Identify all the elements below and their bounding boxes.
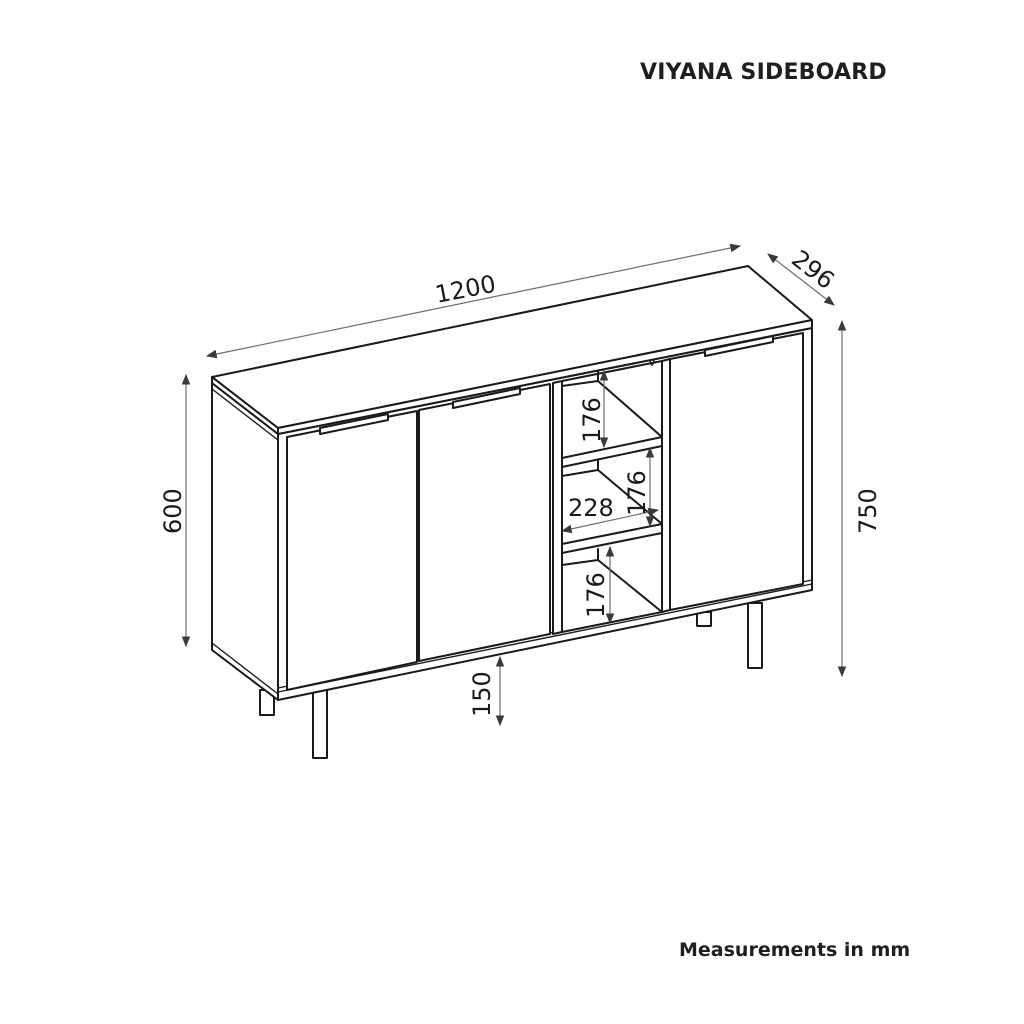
dim-body-height-label: 600 [159, 488, 187, 534]
dim-depth-label: 296 [786, 245, 839, 295]
door-left [286, 410, 418, 691]
dim-leg-height-label: 150 [468, 671, 496, 717]
handle-center [452, 387, 521, 409]
handle-left [319, 413, 389, 435]
door-right [669, 332, 804, 611]
dim-width-label: 1200 [433, 270, 498, 309]
dim-shelf-bottom-label: 176 [582, 572, 610, 618]
door-center [418, 383, 551, 662]
side-panel-left [211, 382, 279, 701]
dim-shelf-top-label: 176 [578, 397, 606, 443]
legs [259, 602, 763, 759]
leg-front-left [312, 689, 328, 759]
dim-shelf-width-line [560, 507, 660, 534]
units-note: Measurements in mm [679, 939, 911, 961]
dim-total-height-label: 750 [854, 488, 882, 534]
leg-front-right [747, 602, 763, 669]
open-shelves [552, 358, 671, 635]
dim-shelf-middle-label: 176 [623, 470, 651, 516]
product-title: VIYANA SIDEBOARD [640, 60, 887, 85]
dimension-lines [181, 243, 847, 727]
dim-depth-line [767, 253, 835, 306]
dim-shelf-width-label: 228 [568, 494, 614, 522]
dim-width-line [205, 243, 742, 359]
